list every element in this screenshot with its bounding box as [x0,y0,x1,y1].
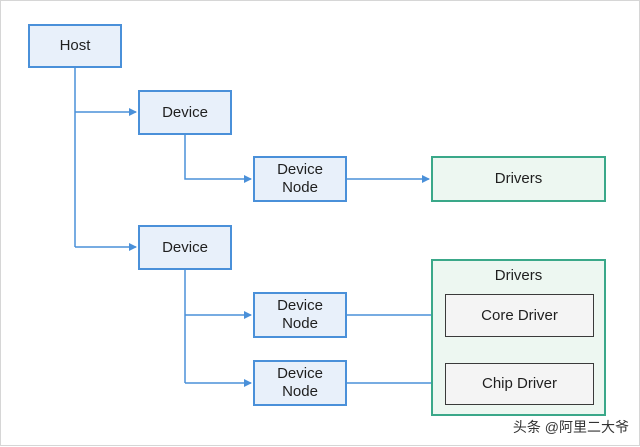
device-node-box-2: Device Node [253,292,347,338]
watermark-text: 头条 @阿里二大爷 [512,419,629,435]
chip-driver-box: Chip Driver [445,363,594,405]
device-node-label-3: Device Node [277,365,323,400]
device-node-label-1: Device Node [277,161,323,196]
chip-driver-label: Chip Driver [481,375,557,392]
device-node-label-2: Device Node [277,297,323,332]
device-label-1: Device [162,103,208,121]
core-driver-box: Core Driver [445,294,594,337]
drivers-group-label: Drivers [494,267,543,284]
host-label: Host [59,37,91,54]
device-box-2: Device [138,225,232,270]
device-box-1: Device [138,90,232,135]
host-box: Host [28,24,122,68]
drivers-label-1: Drivers [494,170,543,187]
device-node-box-1: Device Node [253,156,347,202]
drivers-box-1: Drivers [431,156,606,202]
arrow-device-1-to-node-1 [184,135,252,183]
device-label-2: Device [162,238,208,256]
device-node-box-3: Device Node [253,360,347,406]
core-driver-label: Core Driver [481,306,558,324]
